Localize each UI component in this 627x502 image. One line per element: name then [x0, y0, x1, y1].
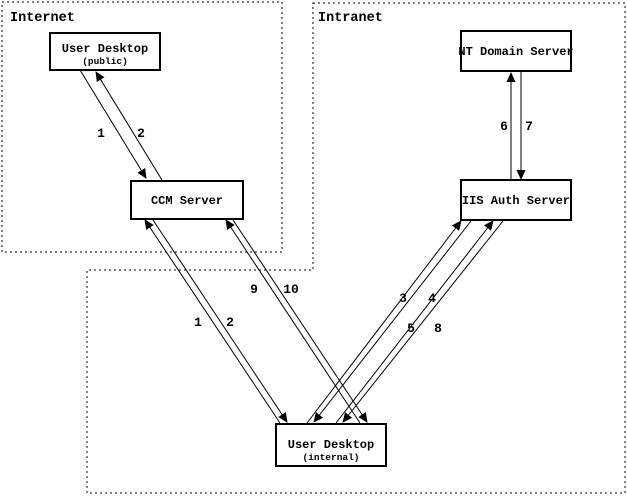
edge-label-8: 8 — [434, 321, 442, 336]
arrow-4-iis-to-internal-desktop — [313, 220, 472, 423]
arrow-10-ccm-to-internal-desktop — [232, 219, 368, 423]
user-desktop-internal-box — [275, 423, 387, 467]
edge-label-6: 6 — [500, 119, 508, 134]
edge-label-1-internal: 1 — [194, 315, 202, 330]
edges — [79, 69, 526, 424]
edge-label-3: 3 — [399, 291, 407, 306]
arrow-2-ccm-to-internal-desktop — [152, 219, 288, 423]
edge-label-7: 7 — [525, 119, 533, 134]
edge-label-2-internal: 2 — [226, 315, 234, 330]
nt-domain-server-title: NT Domain Server — [458, 45, 573, 59]
nt-domain-server-box — [460, 30, 572, 72]
intranet-zone-label: Intranet — [318, 11, 383, 26]
internet-zone-border — [1, 1, 283, 253]
node-user-desktop-internal: User Desktop (internal) — [275, 423, 387, 467]
arrow-1-internal-desktop-to-ccm — [144, 219, 281, 424]
arrow-3-internal-desktop-to-iis — [306, 220, 462, 424]
internet-zone-label: Internet — [10, 11, 75, 26]
user-desktop-public-box — [49, 32, 161, 71]
user-desktop-public-subtitle: (public) — [82, 56, 128, 67]
ccm-server-title: CCM Server — [151, 194, 223, 208]
node-user-desktop-public: User Desktop (public) — [49, 32, 161, 71]
ccm-server-box — [130, 180, 244, 220]
user-desktop-internal-title: User Desktop — [288, 438, 374, 452]
arrow-8-iis-to-internal-desktop — [342, 220, 504, 423]
edge-label-1-public: 1 — [97, 126, 105, 141]
edge-label-4: 4 — [428, 291, 436, 306]
edge-label-2-public: 2 — [137, 126, 145, 141]
user-desktop-public-title: User Desktop — [62, 42, 148, 56]
edge-labels: 1 2 1 2 9 10 3 4 5 8 6 7 — [97, 119, 533, 336]
edge-label-9: 9 — [250, 282, 258, 297]
node-nt-domain-server: NT Domain Server — [458, 30, 574, 72]
arrow-2-ccm-to-public-desktop — [95, 71, 163, 181]
edge-label-5: 5 — [407, 321, 415, 336]
edge-label-10: 10 — [283, 282, 299, 297]
iis-auth-server-title: IIS Auth Server — [462, 194, 570, 208]
arrow-1-public-desktop-to-ccm — [79, 69, 147, 179]
intranet-zone-border — [86, 2, 626, 494]
node-iis-auth-server: IIS Auth Server — [460, 179, 572, 221]
arrow-5-internal-desktop-to-iis — [335, 220, 494, 424]
iis-auth-server-box — [460, 179, 572, 221]
node-ccm-server: CCM Server — [130, 180, 244, 220]
arrow-9-internal-desktop-to-ccm — [225, 219, 361, 424]
user-desktop-internal-subtitle: (internal) — [302, 452, 359, 463]
